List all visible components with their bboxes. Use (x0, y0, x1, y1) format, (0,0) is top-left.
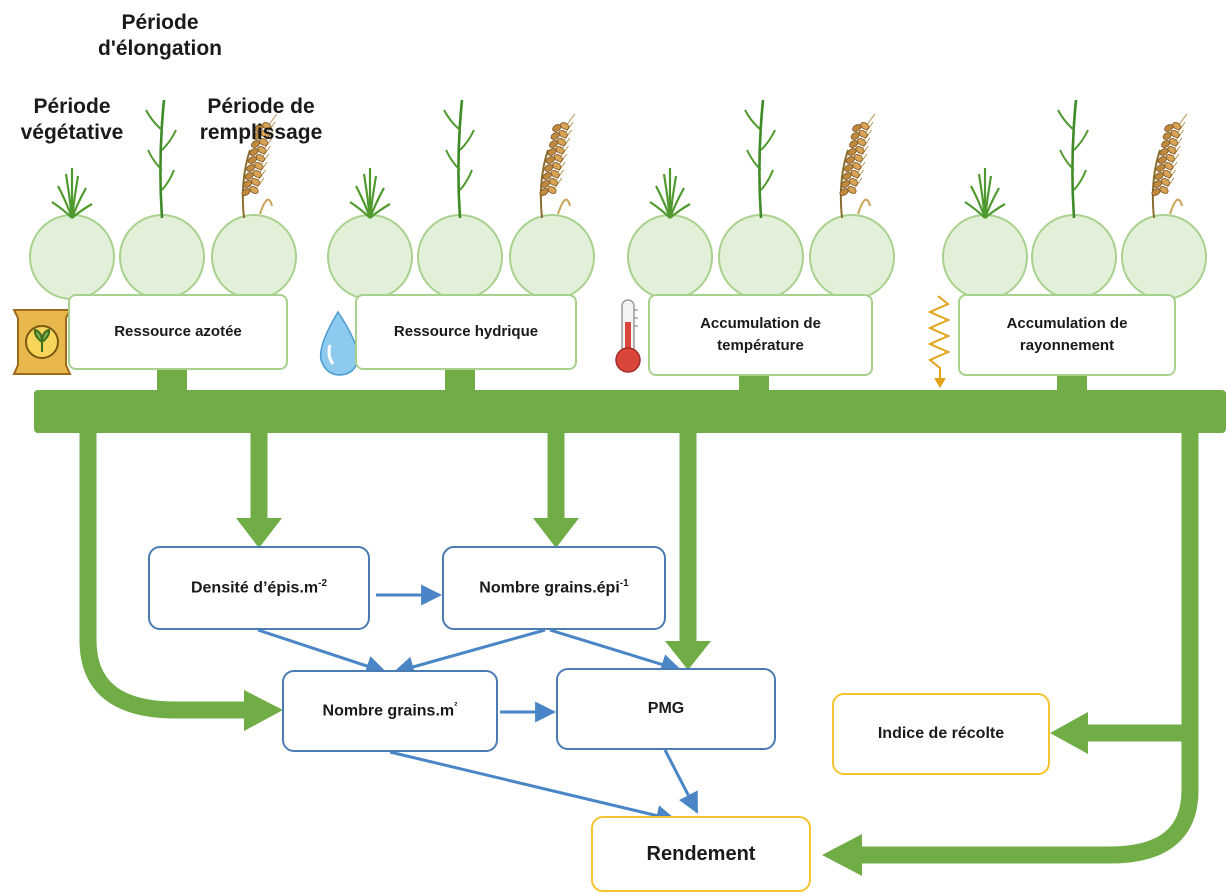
circle-g2-filling (509, 214, 595, 300)
stem-icon (744, 99, 776, 219)
wheat-ear-icon (241, 113, 278, 219)
phase-vegetative-label: Période végétative (20, 95, 124, 145)
radiation-wave-icon (927, 295, 951, 388)
seedling-icon (349, 168, 391, 219)
wheat-ear-icon (539, 113, 576, 219)
harvest-index-node: Indice de récolte (832, 693, 1050, 775)
circle-g1-filling (211, 214, 297, 300)
phase-filling-label: Période de remplissage (199, 95, 323, 145)
green-arrowheads (236, 518, 1088, 876)
grains-per-m2-node: Nombre grains.m² (282, 670, 498, 752)
water-drop-icon (319, 310, 359, 376)
resource-nitrogen-box: Ressource azotée (68, 294, 288, 370)
ear-density-node: Densité d’épis.m-2 (148, 546, 370, 630)
resource-water-box: Ressource hydrique (355, 294, 577, 370)
circle-g3-elongation (718, 214, 804, 300)
thermometer-icon (615, 299, 641, 373)
grains-per-ear-node: Nombre grains.épi-1 (442, 546, 666, 630)
resource-water-label: Ressource hydrique (393, 322, 539, 340)
plant-icons (51, 99, 1188, 219)
circle-g3-filling (809, 214, 895, 300)
green-bus (34, 368, 1226, 433)
circle-g4-vegetative (942, 214, 1028, 300)
seedling-icon (649, 168, 691, 219)
wheat-ear-icon (1151, 113, 1188, 219)
resource-radiation-label: Accumulation de rayonnement (1006, 314, 1128, 355)
circle-g1-vegetative (29, 214, 115, 300)
resource-temperature-box: Accumulation de température (648, 294, 873, 376)
pmg-node: PMG (556, 668, 776, 750)
resource-nitrogen-label: Ressource azotée (114, 322, 242, 340)
seedling-icon (964, 168, 1006, 219)
seedling-icon (51, 168, 93, 219)
circle-g2-vegetative (327, 214, 413, 300)
stem-icon (1057, 99, 1089, 219)
yield-node: Rendement (591, 816, 811, 892)
circle-g1-elongation (119, 214, 205, 300)
resource-radiation-box: Accumulation de rayonnement (958, 294, 1176, 376)
stem-icon (443, 99, 475, 219)
fertilizer-bag-icon (12, 309, 72, 375)
stage-circles (29, 214, 1207, 300)
circle-g4-elongation (1031, 214, 1117, 300)
resource-temperature-label: Accumulation de température (700, 314, 821, 355)
phase-elongation-label: Période d'élongation (98, 11, 222, 61)
wheat-ear-icon (839, 113, 876, 219)
stem-icon (145, 99, 177, 219)
circle-g4-filling (1121, 214, 1207, 300)
circle-g2-elongation (417, 214, 503, 300)
blue-arrows (257, 584, 699, 826)
circle-g3-vegetative (627, 214, 713, 300)
green-arrows (79, 430, 1199, 864)
